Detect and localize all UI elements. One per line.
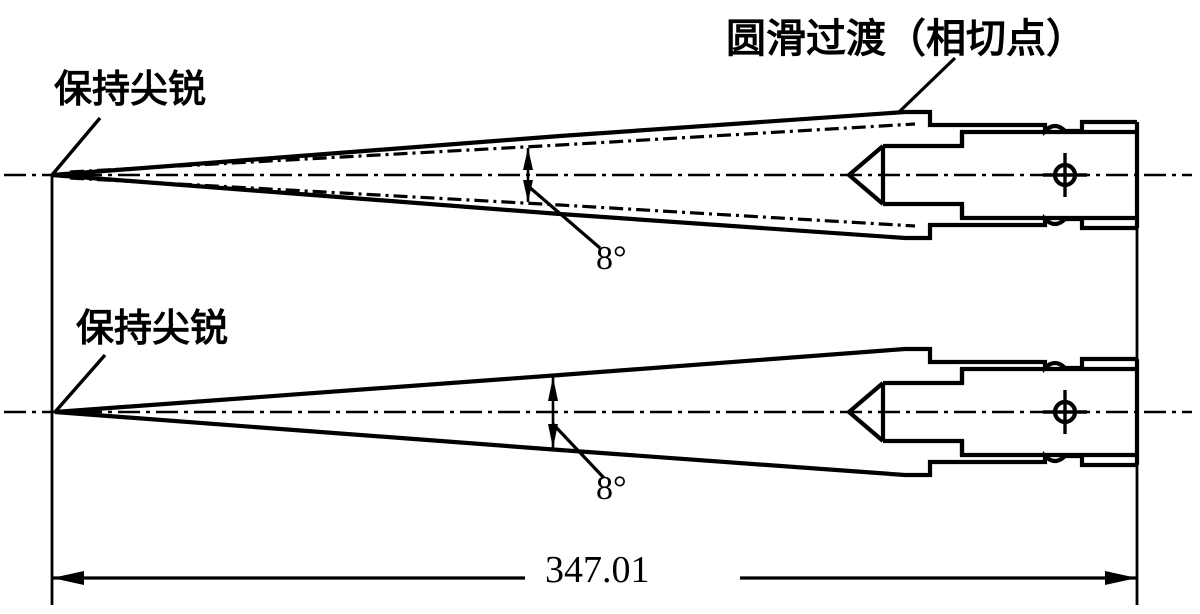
top-angle-leader — [526, 184, 602, 250]
top-view-shank-bore-outline — [883, 129, 1137, 149]
bottom-view-lower-outline — [54, 409, 1137, 478]
bottom-view-shank-bore-outline — [883, 366, 1137, 386]
bottom-view-group — [4, 346, 1192, 480]
keep-sharp-note-top: 保持尖锐 — [54, 67, 207, 111]
bottom-view-upper-outline — [54, 346, 1137, 415]
bottom-angle-arrow-down — [548, 424, 558, 448]
top-view-group — [4, 56, 1192, 250]
tangent-transition-note: 圆滑过渡（相切点） — [726, 16, 1086, 62]
top-view-inner-cone-lower — [69, 176, 916, 228]
keep-sharp-note-bottom: 保持尖锐 — [76, 306, 229, 350]
bottom-sharp-leader — [53, 353, 107, 414]
bottom-angle-arrow-up — [548, 377, 558, 401]
top-view-shank-bore-outline-lower — [883, 201, 1137, 221]
top-view-bore-cone-point — [845, 144, 885, 206]
top-sharp-leader — [50, 116, 102, 177]
bottom-angle-leader — [551, 422, 606, 480]
bottom-view-shank-bore-outline-lower — [883, 438, 1137, 458]
overall-length-label: 347.01 — [545, 549, 650, 591]
tangent-note-leader — [896, 56, 957, 115]
top-angle-arrow-down — [523, 180, 533, 202]
dimension-arrow-left — [52, 571, 84, 585]
angle-label-bottom: 8° — [596, 470, 627, 507]
top-angle-arrow-up — [523, 148, 533, 170]
top-view-angle-dimension — [523, 148, 602, 250]
dimension-arrow-right — [1105, 571, 1137, 585]
bottom-view-angle-dimension — [548, 377, 606, 480]
angle-label-top: 8° — [596, 240, 627, 277]
overall-length-dimension — [50, 122, 1139, 605]
bottom-view-bore-cone-point — [845, 381, 885, 443]
top-view-inner-cone-upper — [69, 122, 916, 174]
